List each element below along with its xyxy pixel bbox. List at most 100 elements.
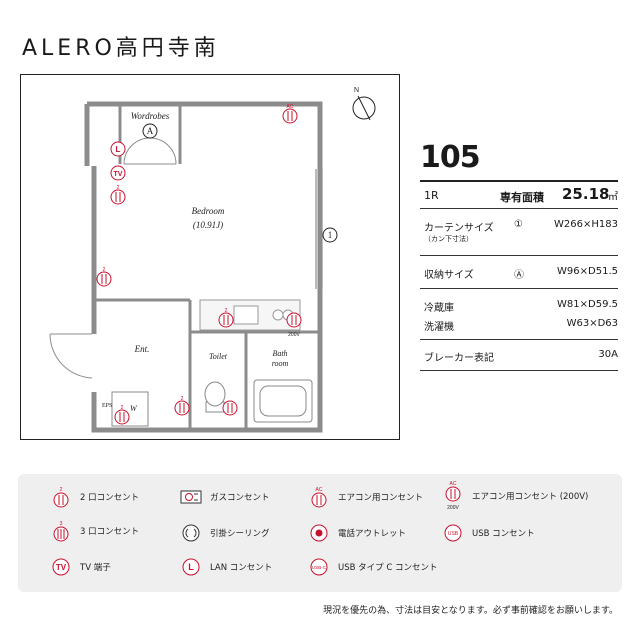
storage-row: 収納サイズ Ⓐ W96×D51.5 xyxy=(420,255,618,288)
legend-outlet3: 3 3 口コンセント xyxy=(50,520,139,542)
breaker-value: 30A xyxy=(598,349,618,360)
ac-label: AC xyxy=(287,104,294,110)
compass-label: N xyxy=(354,87,359,94)
floor-plan: Wordrobes A Bedroom (10.91J) 1 Ent. Toil… xyxy=(49,87,376,433)
breaker-row: ブレーカー表記 30A xyxy=(420,339,618,371)
tv-outlet xyxy=(110,165,126,181)
svg-text:L: L xyxy=(188,562,194,572)
outlet-2-a xyxy=(110,189,126,205)
storage-marker: Ⓐ xyxy=(514,270,524,281)
area-row: 1R 専有面積 25.18 ㎡ xyxy=(420,180,618,208)
unit-number: 105 xyxy=(420,140,481,175)
plan-outlet-texts: L TV 2 2 AC 2 200V 2 2 xyxy=(103,104,301,411)
window xyxy=(315,169,323,289)
tv-symbol: TV xyxy=(114,171,123,178)
outlet-2-toilet xyxy=(222,400,238,416)
toilet-fixture xyxy=(204,381,226,413)
washer-size-label: 洗濯機 xyxy=(424,322,454,333)
legend-tv: TV TV 端子 xyxy=(50,558,111,576)
disclaimer: 現況を優先の為、寸法は目安となります。必ず事前確認をお願いします。 xyxy=(323,606,618,616)
breaker-label: ブレーカー表記 xyxy=(424,353,494,364)
legend-gas: ガスコンセント xyxy=(180,488,270,506)
curtain-label: カーテンサイズ xyxy=(424,223,494,234)
phone-outlet-icon xyxy=(310,524,328,542)
svg-text:3: 3 xyxy=(60,521,63,527)
curtain-marker: ① xyxy=(514,219,523,230)
lan-outlet xyxy=(110,141,126,157)
bath-label-2: room xyxy=(272,359,289,368)
appliance-row: 冷蔵庫 W81×D59.5 洗濯機 W63×D63 xyxy=(420,288,618,339)
legend-phone: 電話アウトレット xyxy=(308,524,406,542)
interior-walls xyxy=(94,106,320,430)
washer-spot xyxy=(111,391,149,427)
entrance-label: Ent. xyxy=(134,344,150,354)
ceiling-hook-icon xyxy=(182,524,200,542)
ac-outlet xyxy=(282,108,298,124)
legend-outlet2: 2 2 口コンセント xyxy=(50,486,139,508)
svg-text:AC: AC xyxy=(316,487,323,493)
outlet-number-ent: 2 xyxy=(181,396,184,402)
outlet-number-kitchen: 2 xyxy=(225,308,228,314)
kitchen-counter xyxy=(199,299,301,331)
fridge-value: W81×D59.5 xyxy=(557,299,618,310)
outlet-number-a: 2 xyxy=(117,185,120,191)
svg-text:200V: 200V xyxy=(447,505,459,511)
fridge-label: 冷蔵庫 xyxy=(424,303,454,314)
storage-value: W96×D51.5 xyxy=(557,266,618,277)
svg-text:USB: USB xyxy=(448,531,459,537)
eps-label: EPS xyxy=(102,403,112,409)
legend-ceiling: 引掛シーリング xyxy=(180,524,270,542)
floor-plan-frame xyxy=(20,74,400,440)
svg-text:2: 2 xyxy=(60,487,63,493)
usb-outlet-icon: USB xyxy=(444,524,462,542)
legend-usb: USB USB コンセント xyxy=(442,524,535,542)
outlet-2-ent xyxy=(174,400,190,416)
window-marker: 1 xyxy=(328,230,333,240)
lan-symbol: L xyxy=(116,145,121,154)
legend-lan: L LAN コンセント xyxy=(180,558,272,576)
curtain-value: W266×H183 xyxy=(554,219,618,230)
bedroom-label: Bedroom xyxy=(192,206,225,216)
curtain-row: カーテンサイズ （カン下寸法） ① W266×H183 xyxy=(420,208,618,255)
outlet-number-b: 2 xyxy=(103,267,106,273)
bath-label-1: Bath xyxy=(272,349,287,358)
outlet-2-washer xyxy=(114,409,130,425)
outlet-2-kitchen xyxy=(218,312,234,328)
entrance-door xyxy=(49,333,93,379)
unit-info: 105 1R 専有面積 25.18 ㎡ カーテンサイズ （カン下寸法） ① W2… xyxy=(420,138,618,371)
curtain-note: （カン下寸法） xyxy=(424,235,473,243)
ac-200v-outlet-icon: AC 200V xyxy=(445,481,461,511)
svg-text:AC: AC xyxy=(450,481,457,487)
legend-usbc: USB-C USB タイプ C コンセント xyxy=(308,558,438,576)
plan-outlets xyxy=(96,108,302,425)
area-label: 専有面積 xyxy=(500,191,544,204)
toilet-label: Toilet xyxy=(209,352,228,361)
layout-type: 1R xyxy=(424,189,439,202)
washer-size-value: W63×D63 xyxy=(566,318,618,329)
washer-label: W xyxy=(130,404,138,413)
symbol-legend: 2 2 口コンセント ガスコンセント AC エアコン用コンセント AC 200V… xyxy=(18,474,622,592)
outlet-2-b xyxy=(96,271,112,287)
outer-walls xyxy=(84,101,323,433)
bathtub xyxy=(253,379,313,423)
svg-text:USB-C: USB-C xyxy=(312,565,327,570)
area-value: 25.18 xyxy=(562,185,610,203)
lan-outlet-icon: L xyxy=(182,558,200,576)
ac-outlet-icon: AC xyxy=(311,487,327,508)
area-unit: ㎡ xyxy=(608,192,618,203)
tv-outlet-icon: TV xyxy=(52,558,70,576)
storage-label: 収納サイズ xyxy=(424,270,474,281)
gas-outlet-icon xyxy=(180,490,202,504)
wardrobe-label: Wordrobes xyxy=(131,111,170,121)
ac-200v-outlet xyxy=(286,312,302,328)
svg-text:TV: TV xyxy=(56,563,67,572)
bedroom-area: (10.91J) xyxy=(193,220,223,230)
legend-ac200: AC 200V エアコン用コンセント (200V) xyxy=(442,480,588,512)
outlet-2-icon: 2 xyxy=(53,487,69,508)
outlet-number-washer: 2 xyxy=(121,405,124,411)
outlet-3-icon: 3 xyxy=(53,521,69,542)
v200-label: 200V xyxy=(288,332,300,338)
compass xyxy=(352,95,376,121)
wardrobe-marker: A xyxy=(147,126,154,136)
wardrobe-doors xyxy=(123,137,177,165)
